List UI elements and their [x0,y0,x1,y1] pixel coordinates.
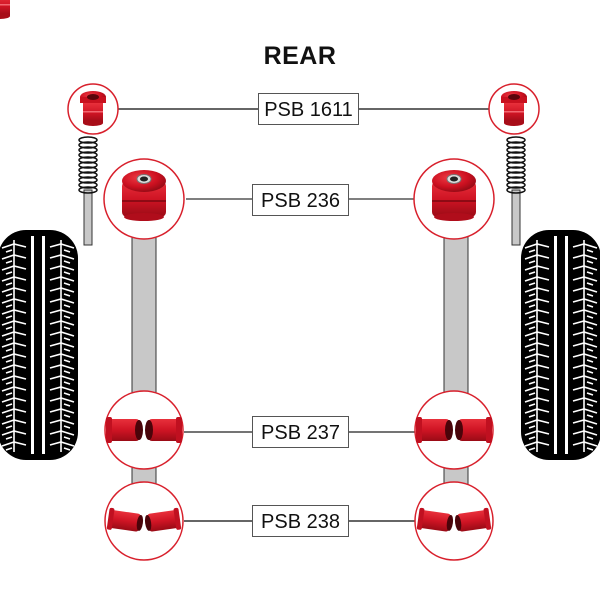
diagram-title: REAR [263,42,337,70]
callout-psb238-left [104,481,184,561]
tread-chevron [524,254,598,264]
spring-coil [78,166,98,174]
bush-psb1611-icon [0,0,10,19]
tread-chevron [1,265,75,275]
tread-chevron [1,353,75,363]
spring-coil [506,146,526,154]
spring-coil [506,151,526,159]
tread-chevron [1,375,75,385]
spring-coil [506,176,526,184]
left-tyre [0,230,78,460]
spring-coil [78,146,98,154]
right-shock-rod [511,189,521,246]
spring-coil [506,171,526,179]
tread-chevron [524,441,598,451]
spring-coil [78,186,98,194]
tread-chevron [524,331,598,341]
tread-chevron [524,265,598,275]
spring-coil [78,176,98,184]
spring-coil [506,156,526,164]
bush-psb1611-right-icon [501,91,527,126]
tread-chevron [524,386,598,396]
spring-coil [78,136,98,144]
left-shock-rod [83,189,93,246]
tread-chevron [524,364,598,374]
tread-chevron [524,397,598,407]
tread-chevron [524,419,598,429]
part-label-psb1611: PSB 1611 [258,93,359,125]
tread-chevron [1,276,75,286]
tread-chevron [524,287,598,297]
spring-coil [78,151,98,159]
tread-chevron [524,430,598,440]
right-coil-spring [506,136,526,194]
spring-coil [78,171,98,179]
part-label-psb238: PSB 238 [252,505,349,537]
spring-coil [78,141,98,149]
left-coil-spring [78,136,98,194]
spring-coil [78,181,98,189]
bush-psb236-right-icon [431,169,477,222]
tread-chevron [1,441,75,451]
spring-coil [78,161,98,169]
spring-coil [506,181,526,189]
callout-psb237-left [104,390,184,470]
part-label-psb237: PSB 237 [252,416,349,448]
tread-chevron [524,375,598,385]
bush-psb1611-left-icon [80,91,106,126]
spring-coil [506,186,526,194]
tread-chevron [1,309,75,319]
tread-chevron [1,342,75,352]
tread-chevron [1,430,75,440]
tread-chevron [524,309,598,319]
tread-chevron [1,331,75,341]
tread-chevron [1,408,75,418]
bush-psb236-left-icon [121,169,167,222]
tread-chevron [1,287,75,297]
tread-chevron [1,254,75,264]
tread-chevron [524,243,598,253]
tread-chevron [1,320,75,330]
tread-chevron [1,419,75,429]
callout-psb238-right [414,481,494,561]
tread-chevron [524,353,598,363]
spring-coil [78,156,98,164]
tread-chevron [1,386,75,396]
tread-chevron [1,298,75,308]
callout-psb237-right [414,390,494,470]
part-label-psb236: PSB 236 [252,184,349,216]
spring-coil [506,166,526,174]
spring-coil [506,136,526,144]
tread-chevron [524,320,598,330]
spring-coil [506,161,526,169]
tread-chevron [524,298,598,308]
tread-chevron [524,276,598,286]
right-tyre [521,230,600,460]
spring-coil [506,141,526,149]
tread-chevron [524,408,598,418]
tread-chevron [1,243,75,253]
tread-chevron [524,342,598,352]
tread-chevron [1,397,75,407]
tread-chevron [1,364,75,374]
